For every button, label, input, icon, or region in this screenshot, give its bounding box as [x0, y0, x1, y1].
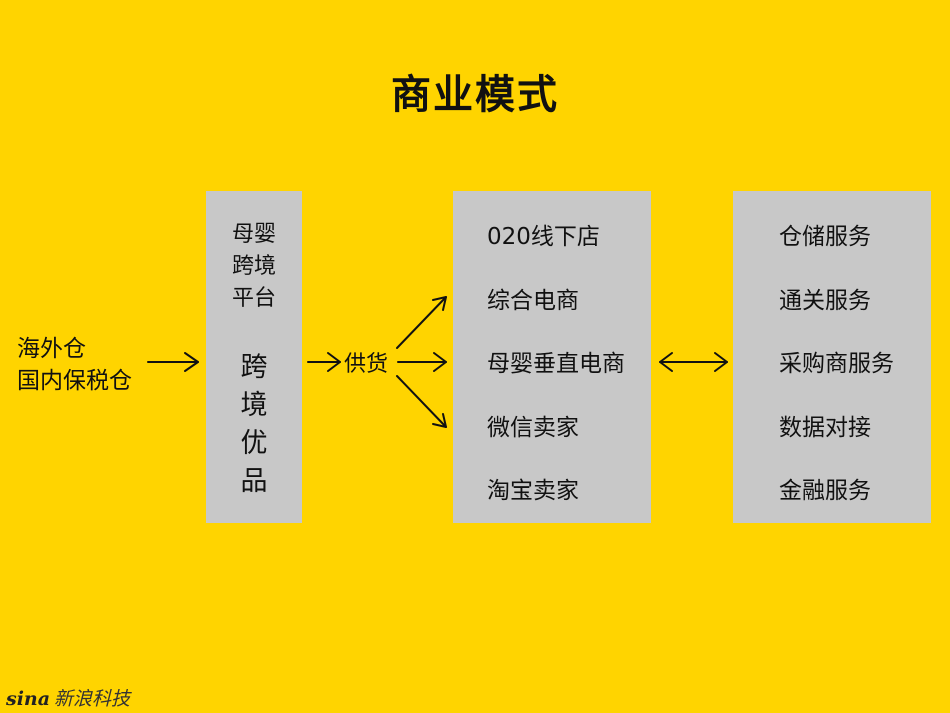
services-box: 仓储服务 通关服务 采购商服务 数据对接 金融服务: [733, 191, 931, 523]
channel-item: 母婴垂直电商: [487, 351, 625, 377]
source-line-overseas: 海外仓: [17, 336, 86, 362]
platform-name-char: 境: [240, 390, 268, 421]
arrow-right-icon: [307, 352, 341, 372]
page-title: 商业模式: [391, 72, 559, 118]
service-item: 金融服务: [779, 478, 871, 504]
service-item: 采购商服务: [779, 351, 894, 377]
channel-item: 微信卖家: [487, 415, 579, 441]
service-item: 数据对接: [779, 415, 871, 441]
supply-label: 供货: [344, 352, 389, 377]
channel-item: 综合电商: [487, 288, 579, 314]
sina-logo-icon: sina: [6, 688, 51, 710]
platform-box: 母婴 跨境 平台 跨 境 优 品: [206, 191, 302, 523]
watermark-text: 新浪科技: [54, 688, 131, 710]
source-label: 海外仓 国内保税仓: [17, 333, 132, 397]
source-line-bonded: 国内保税仓: [17, 368, 132, 394]
arrow-up-right-icon: [396, 296, 447, 349]
platform-name-char: 跨: [240, 352, 268, 383]
platform-type-line: 平台: [231, 286, 276, 311]
arrow-down-right-icon: [396, 375, 447, 428]
channel-item: 淘宝卖家: [487, 478, 579, 504]
platform-type-line: 跨境: [231, 254, 276, 279]
platform-name: 跨 境 优 品: [206, 349, 302, 501]
service-item: 仓储服务: [779, 224, 871, 250]
platform-name-char: 优: [240, 428, 268, 459]
arrow-right-icon: [147, 352, 199, 372]
channels-box: 020线下店 综合电商 母婴垂直电商 微信卖家 淘宝卖家: [453, 191, 651, 523]
platform-type: 母婴 跨境 平台: [206, 219, 302, 315]
channel-item: 020线下店: [487, 224, 600, 250]
arrow-right-icon: [397, 352, 447, 372]
platform-name-char: 品: [240, 466, 268, 497]
service-item: 通关服务: [779, 288, 871, 314]
arrow-bidirectional-icon: [659, 352, 728, 372]
platform-type-line: 母婴: [231, 222, 276, 247]
